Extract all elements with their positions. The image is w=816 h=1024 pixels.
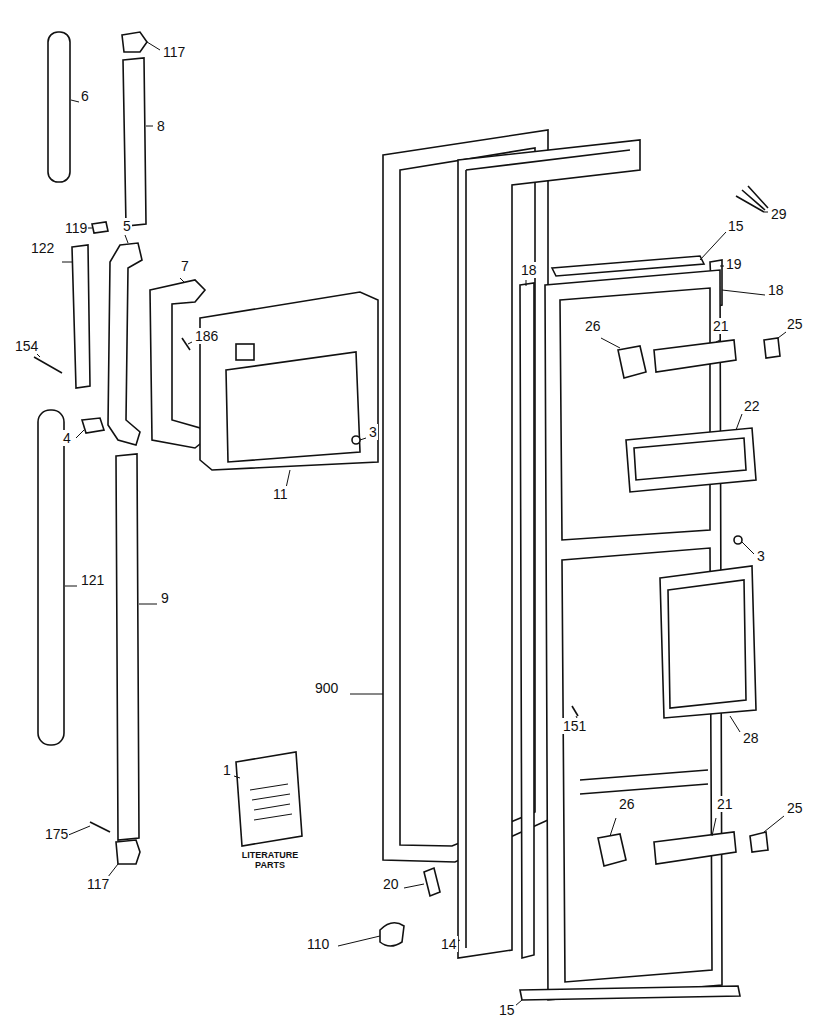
shelf-end <box>598 834 626 866</box>
callout-number: 7 <box>180 258 190 274</box>
shelf-end <box>618 346 646 378</box>
callout-number: 119 <box>64 220 88 236</box>
panel-window <box>226 352 360 462</box>
callout-number: 900 <box>314 680 339 696</box>
screw <box>90 822 110 832</box>
callout-number: 29 <box>770 206 788 222</box>
screw <box>34 357 62 373</box>
callout-number: 122 <box>30 240 55 256</box>
callout-number: 21 <box>716 796 734 812</box>
callout-number: 25 <box>786 800 804 816</box>
leader-lines <box>36 42 786 1006</box>
door-bin <box>660 566 756 718</box>
bin-face <box>668 580 746 708</box>
callout-number: 22 <box>743 398 761 414</box>
liner-strip <box>520 283 534 958</box>
callout-number: 110 <box>306 936 330 952</box>
end-cap <box>122 32 147 52</box>
callout-number: 1 <box>222 762 232 778</box>
callout-number: 19 <box>725 256 743 272</box>
liner-recess <box>560 288 710 540</box>
callout-number: 5 <box>122 218 132 234</box>
channel-bar <box>116 454 139 840</box>
panel-opening <box>236 344 254 360</box>
handle-cap <box>150 280 205 448</box>
callout-number: 121 <box>80 572 105 588</box>
trim-bar <box>38 410 64 745</box>
channel-bar <box>123 58 146 226</box>
callout-number: 21 <box>712 318 730 334</box>
hinge-cap <box>380 923 404 946</box>
booklet-lines <box>250 784 292 820</box>
literature-booklet <box>236 752 302 846</box>
callout-number: 25 <box>786 316 804 332</box>
callout-number: 11 <box>272 486 289 502</box>
callout-number: 186 <box>194 328 219 344</box>
dispenser-panel <box>200 292 378 470</box>
callout-number: 26 <box>618 796 636 812</box>
callout-number: 18 <box>520 262 538 278</box>
callout-number: 117 <box>86 876 110 892</box>
clip <box>92 222 108 233</box>
callout-number: 18 <box>767 282 785 298</box>
shelf-bar <box>654 832 736 864</box>
handle-bracket <box>108 243 142 445</box>
callout-number: 6 <box>80 88 90 104</box>
callout-number: 15 <box>727 218 745 234</box>
callout-number: 20 <box>382 876 400 892</box>
wire-harness <box>736 186 768 212</box>
callout-number: 117 <box>162 44 186 60</box>
callout-number: 3 <box>368 424 378 440</box>
trim-strip <box>552 256 704 276</box>
callout-number: 4 <box>62 430 72 446</box>
trim-bar <box>48 32 70 182</box>
trim-strip <box>72 245 90 388</box>
nut <box>352 436 360 444</box>
callout-number: 9 <box>160 590 170 606</box>
shelf-bar <box>654 340 736 372</box>
bin-face <box>634 438 746 480</box>
callout-number: 14 <box>440 936 458 952</box>
callout-number: 154 <box>14 338 39 354</box>
shelf <box>580 770 708 794</box>
screw <box>572 706 578 716</box>
clip <box>82 418 104 433</box>
shelf-end <box>750 832 768 852</box>
end-cap <box>116 840 140 864</box>
door-bin <box>626 428 756 492</box>
nut <box>734 536 742 544</box>
callout-number: 3 <box>756 548 766 564</box>
callout-number: 26 <box>584 318 602 334</box>
hinge-pin <box>424 868 440 896</box>
callout-number: 151 <box>562 718 587 734</box>
callout-number: 175 <box>44 826 69 842</box>
part-caption: LITERATURE PARTS <box>238 850 302 870</box>
shelf-end <box>764 338 780 358</box>
callout-number: 8 <box>156 118 166 134</box>
callout-number: 15 <box>498 1002 516 1018</box>
callout-number: 28 <box>742 730 760 746</box>
trim-strip <box>520 986 740 1000</box>
